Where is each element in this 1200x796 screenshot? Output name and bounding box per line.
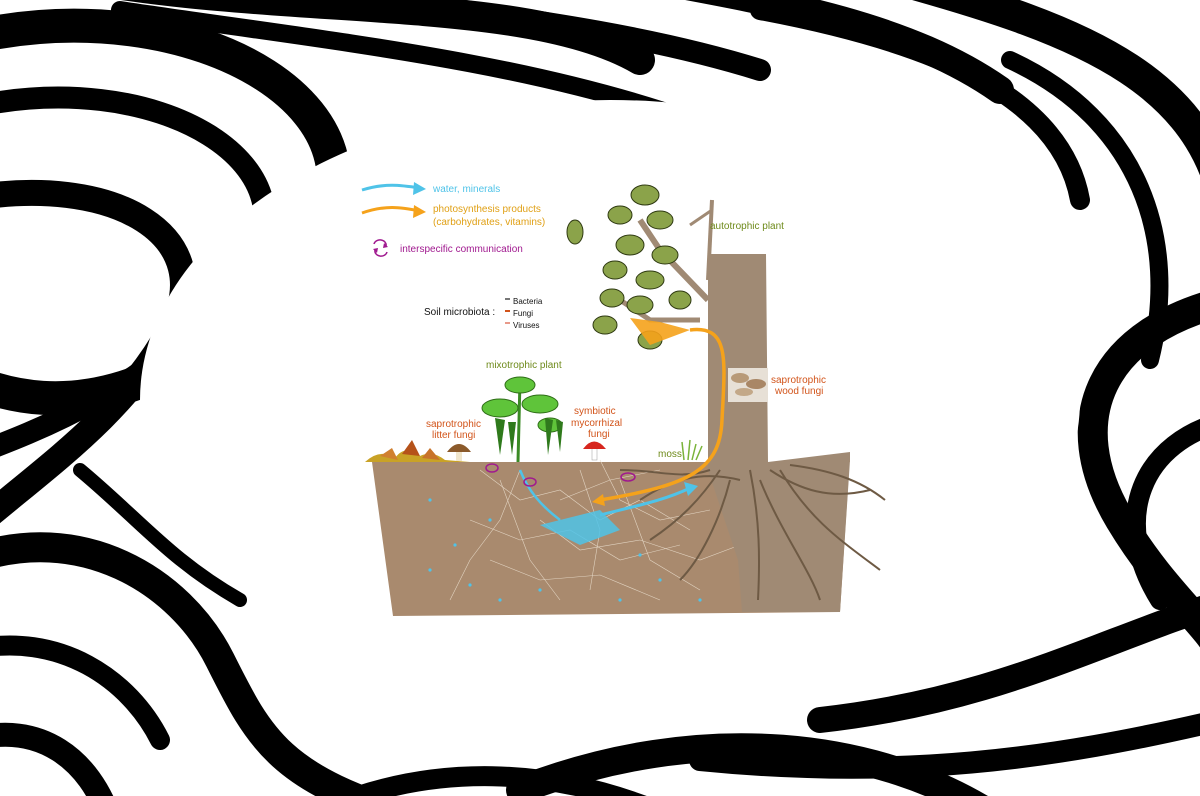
legend-photosynthesis-label-1: photosynthesis products: [433, 204, 541, 215]
microbiota-fungi: Fungi: [513, 309, 533, 318]
soil-microbiota-legend: Soil microbiota : Bacteria Fungi Viruses: [424, 297, 543, 330]
litter-mushroom-icon: [447, 444, 471, 461]
photosynthesis-flow: [592, 318, 726, 506]
fungi-swatch: [505, 310, 510, 312]
label-moss: moss: [658, 449, 682, 460]
tree-trunk: [708, 254, 850, 612]
photosynthesis-arrow-icon: [361, 205, 426, 218]
leaf-litter: [365, 440, 470, 462]
legend-photosynthesis-label-2: (carbohydrates, vitamins): [433, 217, 545, 228]
legend-water-label: water, minerals: [432, 184, 500, 195]
moss-icon: [681, 439, 703, 461]
label-symbiotic-2: mycorrhizal: [571, 418, 622, 429]
label-symbiotic-3: fungi: [588, 429, 610, 440]
wood-fungi-icon: [728, 368, 768, 402]
tree-roots: [619, 464, 886, 601]
mixotrophic-plant: [481, 376, 563, 463]
bacteria-swatch: [505, 298, 510, 300]
microbiota-viruses: Viruses: [513, 321, 540, 330]
microbiota-bacteria: Bacteria: [513, 297, 543, 306]
water-flow: [518, 469, 698, 545]
microbiota-title: Soil microbiota :: [424, 307, 495, 318]
label-wood-fungi-1: saprotrophic: [771, 375, 826, 386]
label-litter-fungi-1: saprotrophic: [426, 419, 481, 430]
water-arrow-icon: [361, 182, 426, 195]
label-wood-fungi-2: wood fungi: [774, 386, 823, 397]
viruses-swatch: [505, 322, 510, 324]
label-mixotrophic-plant: mixotrophic plant: [486, 360, 562, 371]
label-symbiotic-1: symbiotic: [574, 406, 616, 417]
label-autotrophic-plant: autotrophic plant: [710, 221, 784, 232]
label-litter-fungi-2: litter fungi: [432, 430, 475, 441]
oak-leaves: [566, 184, 692, 350]
mycorrhizal-mushroom-icon: [583, 441, 606, 461]
soil-communication-icons: [485, 463, 636, 487]
diagram-labels: autotrophic plant mixotrophic plant sapr…: [426, 221, 826, 460]
legend: water, minerals photosynthesis products …: [361, 182, 545, 257]
legend-communication-label: interspecific communication: [400, 244, 523, 255]
communication-cycle-icon: [373, 239, 388, 257]
